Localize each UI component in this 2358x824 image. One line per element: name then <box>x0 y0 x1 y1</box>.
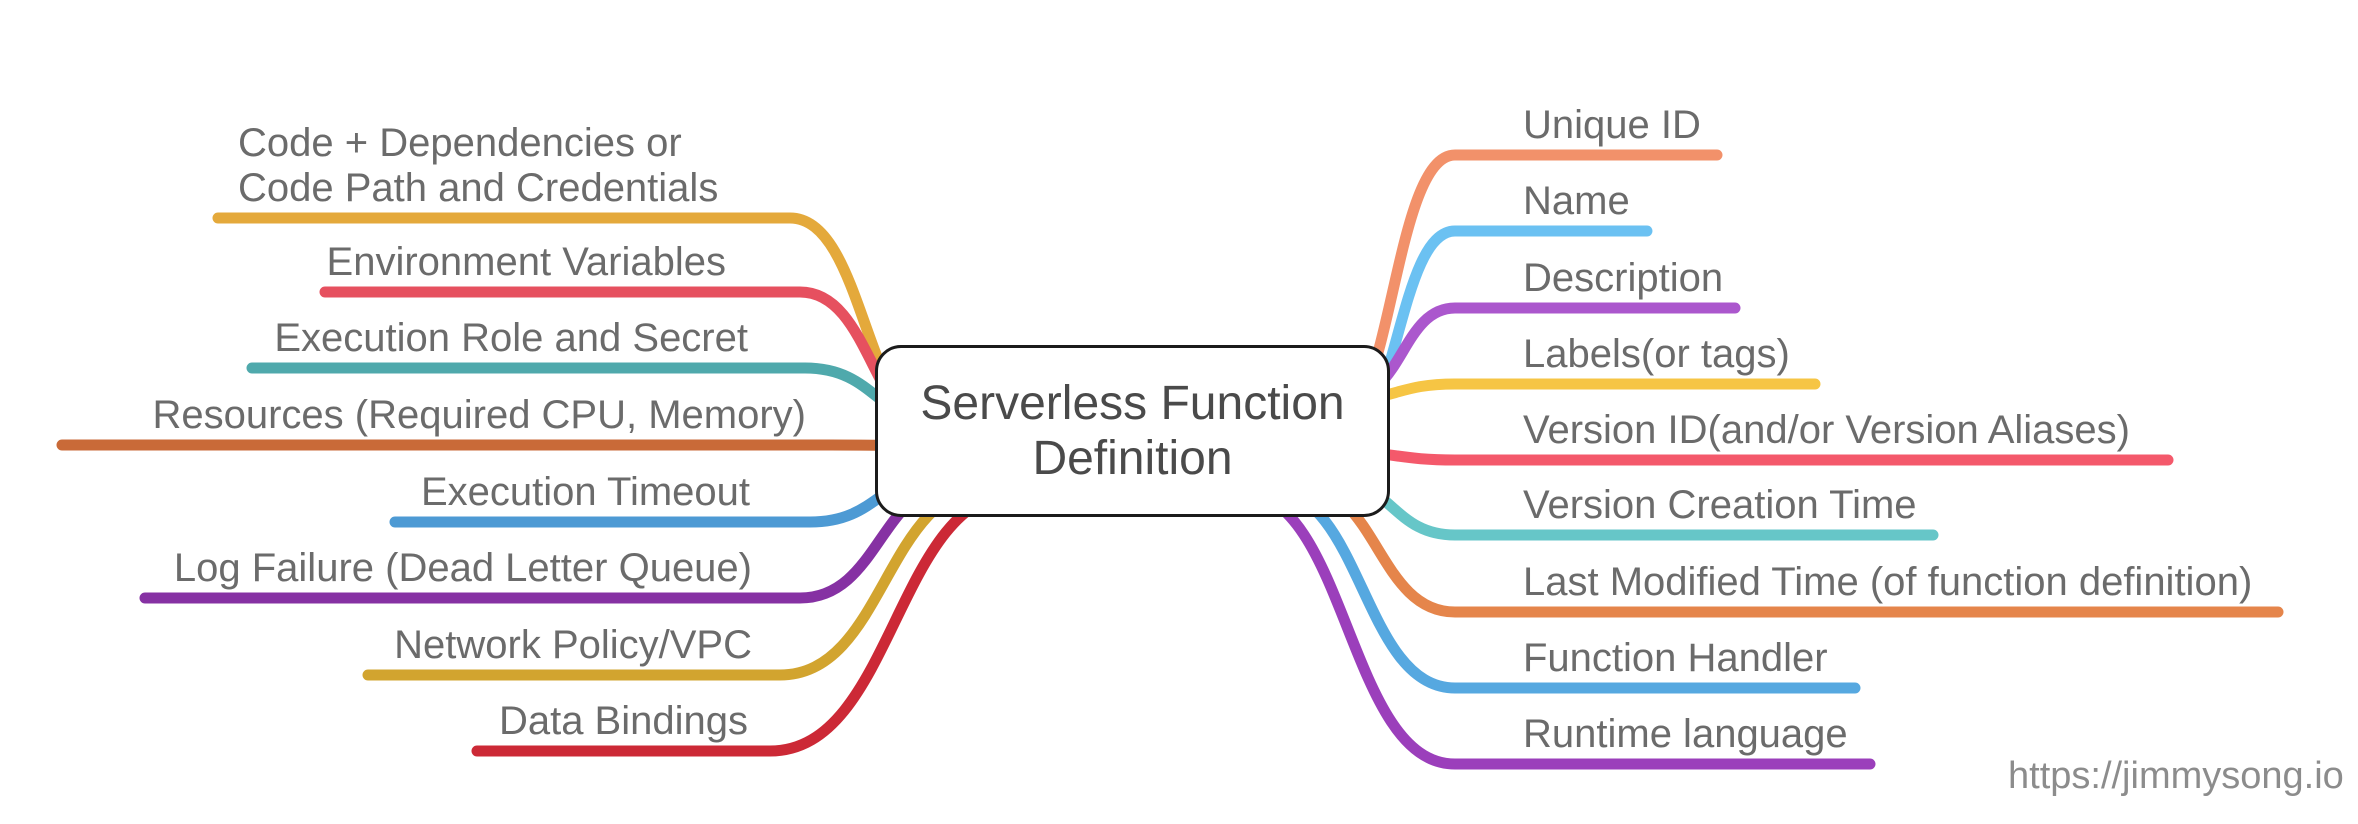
branch-label-left-6: Network Policy/VPC <box>394 623 752 668</box>
branch-label-text: Labels(or tags) <box>1523 332 1790 376</box>
branch-label-right-0: Unique ID <box>1523 103 1701 148</box>
branch-label-left-7: Data Bindings <box>499 699 748 744</box>
branch-label-left-2: Execution Role and Secret <box>274 316 748 361</box>
branch-label-text: Code Path and Credentials <box>238 166 719 210</box>
branch-label-text: Runtime language <box>1523 712 1848 756</box>
branch-label-text: Function Handler <box>1523 636 1828 680</box>
branch-curve-right-4 <box>1334 446 2174 466</box>
branch-label-text: Version Creation Time <box>1523 483 1917 527</box>
branch-label-text: Code + Dependencies or <box>238 121 682 165</box>
branch-label-right-3: Labels(or tags) <box>1523 332 1790 377</box>
branch-label-text: Description <box>1523 256 1724 300</box>
branch-label-text: Unique ID <box>1523 103 1701 147</box>
branch-label-left-5: Log Failure (Dead Letter Queue) <box>174 546 752 591</box>
branch-label-right-1: Name <box>1523 179 1630 224</box>
branch-label-left-4: Execution Timeout <box>421 470 750 515</box>
branch-label-right-7: Function Handler <box>1523 636 1828 681</box>
center-topic-title-line2: Definition <box>1032 432 1233 485</box>
branch-label-left-1: Environment Variables <box>327 240 726 285</box>
branch-curve-left-3 <box>56 439 966 452</box>
branch-label-right-8: Runtime language <box>1523 712 1848 757</box>
branch-label-text: Resources (Required CPU, Memory) <box>152 393 806 437</box>
branch-label-right-2: Description <box>1523 256 1723 301</box>
branch-label-text: Log Failure (Dead Letter Queue) <box>173 546 752 590</box>
branch-label-text: Execution Timeout <box>420 470 750 514</box>
branch-curve-right-3 <box>1334 378 1821 406</box>
branch-label-text: Last Modified Time (of function definiti… <box>1523 560 2253 604</box>
watermark-url: https://jimmysong.io <box>2008 755 2344 797</box>
branch-label-text: Name <box>1523 179 1630 223</box>
branch-label-right-5: Version Creation Time <box>1523 483 1917 528</box>
branch-label-text: Data Bindings <box>498 699 748 743</box>
center-topic-node: Serverless Function Definition <box>875 345 1390 517</box>
branch-label-text: Version ID(and/or Version Aliases) <box>1523 408 2130 452</box>
branch-label-text: Environment Variables <box>326 240 726 284</box>
branch-label-left-3: Resources (Required CPU, Memory) <box>152 393 806 438</box>
branch-label-right-6: Last Modified Time (of function definiti… <box>1523 560 2252 605</box>
branch-label-right-4: Version ID(and/or Version Aliases) <box>1523 408 2130 453</box>
branch-label-text: Network Policy/VPC <box>394 623 752 667</box>
center-topic-title-line1: Serverless Function <box>920 377 1345 430</box>
branch-label-text: Execution Role and Secret <box>274 316 748 360</box>
